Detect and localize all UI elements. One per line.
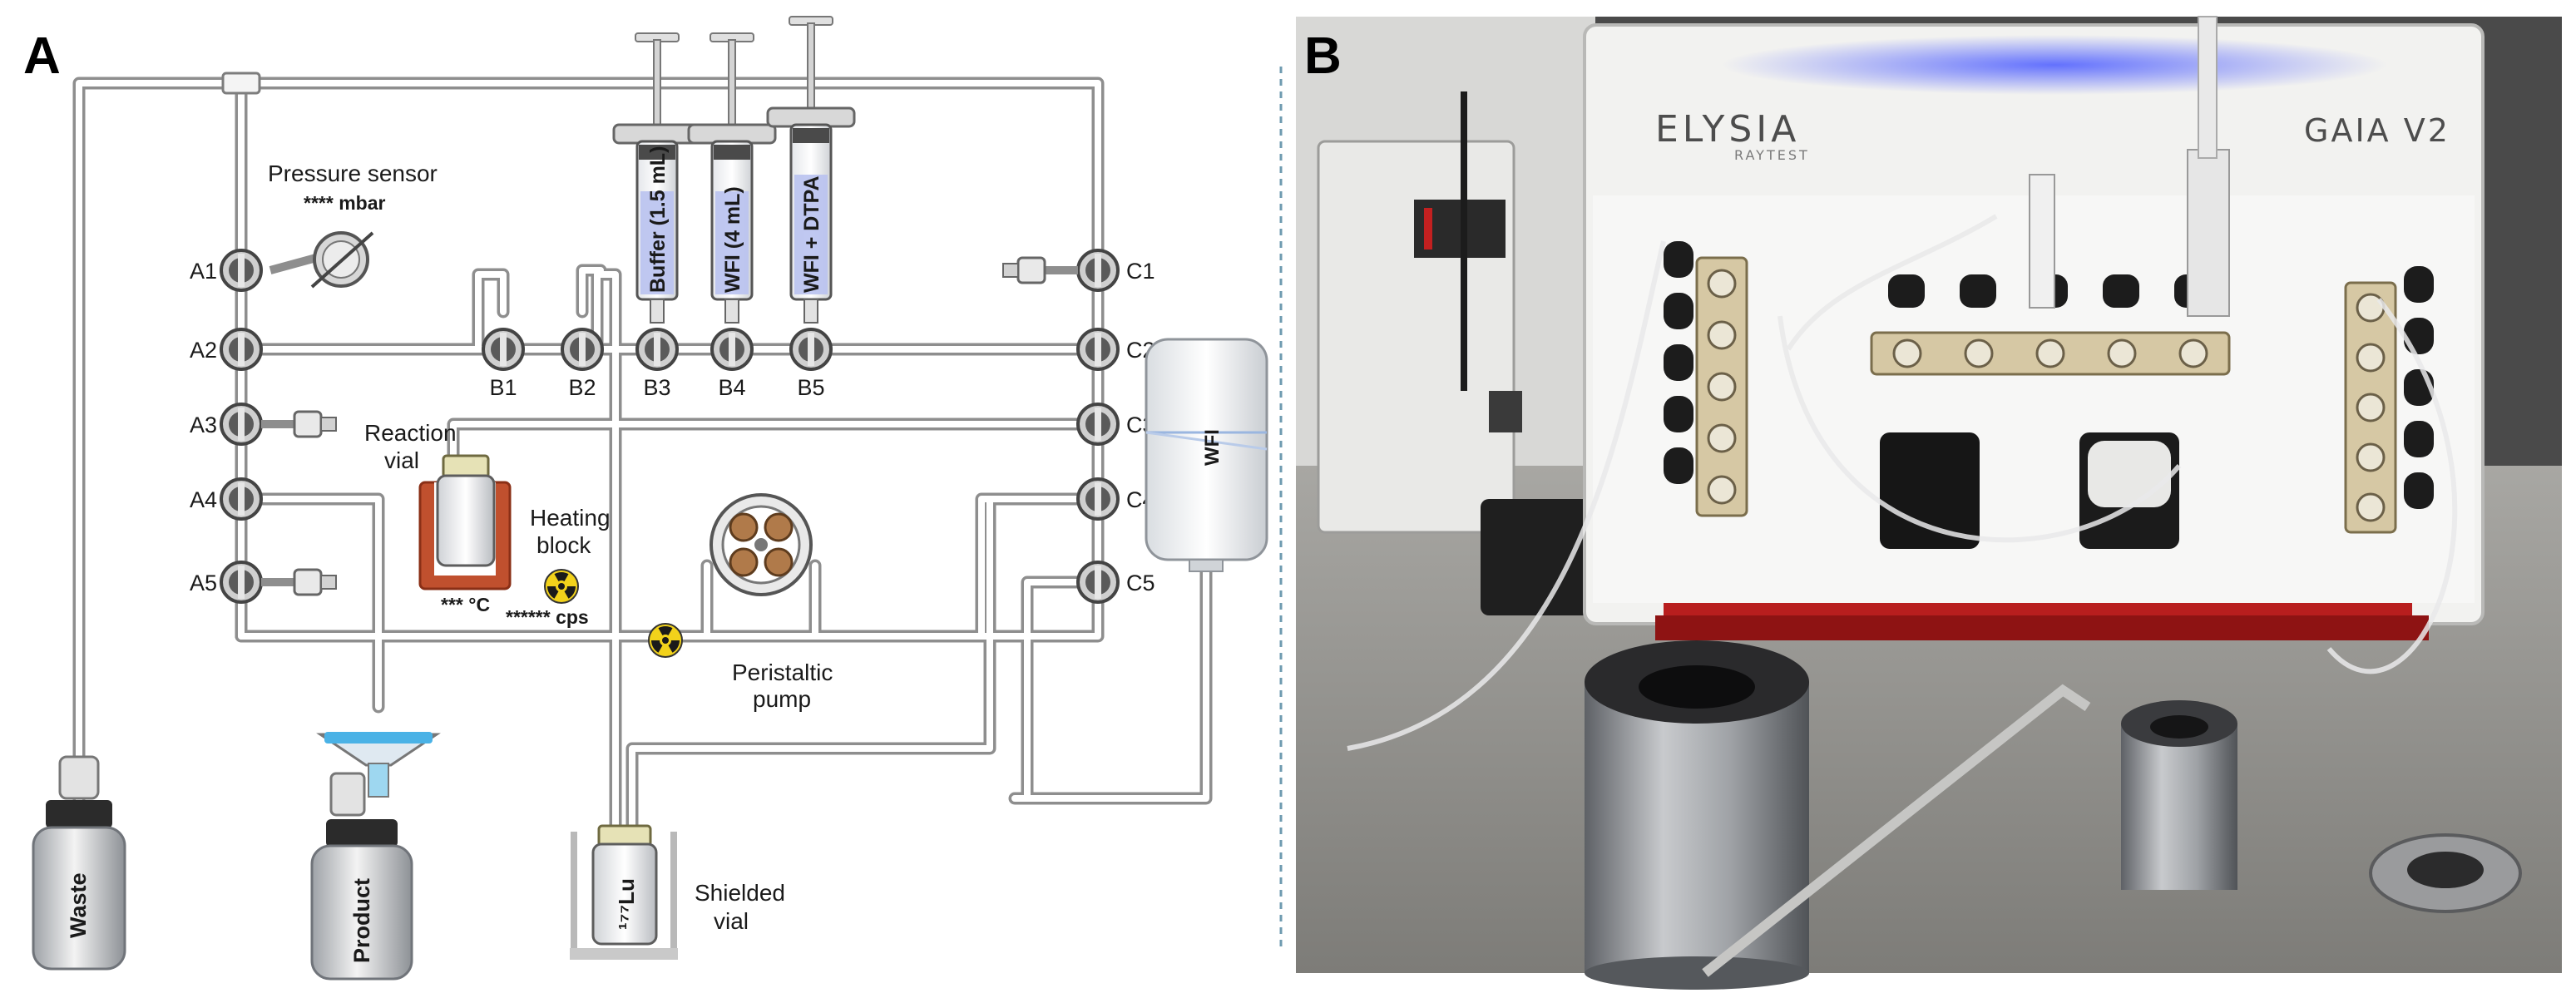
stopcock-valve-c4 bbox=[1076, 477, 1120, 521]
photo-manifold-center bbox=[1870, 331, 2231, 376]
shielded-vial-label-2: vial bbox=[714, 908, 749, 934]
photo-valve-knob bbox=[1664, 344, 1693, 381]
peristaltic-pump-label-2: pump bbox=[753, 686, 811, 712]
stopcock-valve-a4 bbox=[220, 477, 263, 521]
luer-connector-icon bbox=[1002, 256, 1078, 284]
syringe-label-2: WFI (4 mL) bbox=[721, 186, 744, 293]
heating-block-label-2: block bbox=[536, 532, 591, 558]
port-label-a3: A3 bbox=[190, 413, 217, 437]
syringe-1: Buffer (1.5 mL) bbox=[612, 32, 702, 324]
stopcock-valve-b5 bbox=[789, 328, 833, 371]
stopcock-valve-a1 bbox=[220, 249, 263, 292]
stopcock-valve-b1 bbox=[482, 328, 525, 371]
stopcock-valve-b3 bbox=[635, 328, 679, 371]
photo-valve-knob bbox=[1664, 396, 1693, 432]
stopcock-valve-b2 bbox=[561, 328, 604, 371]
syringe-label-3: WFI + DTPA bbox=[800, 175, 823, 293]
port-label-b2: B2 bbox=[568, 375, 596, 400]
heating-block-label-1: Heating bbox=[530, 505, 611, 531]
pressure-gauge-icon bbox=[269, 231, 374, 289]
stopcock-valves bbox=[220, 249, 1120, 604]
photo-manifold-left bbox=[1695, 256, 1748, 517]
photo-valve-knob bbox=[2404, 266, 2434, 303]
photo-brand: ELYSIA bbox=[1655, 108, 1800, 151]
stopcock-valve-c3 bbox=[1076, 403, 1120, 446]
wfi-bag-label: WFI bbox=[1201, 429, 1224, 466]
photo-valve-knob bbox=[1664, 447, 1693, 484]
photo-valve-knob bbox=[2404, 318, 2434, 354]
photo-valve-knob bbox=[2404, 472, 2434, 509]
stopcock-valve-c2 bbox=[1076, 328, 1120, 371]
photo-valve-knob bbox=[1664, 241, 1693, 278]
port-label-a1: A1 bbox=[190, 259, 217, 284]
photo-model: GAIA V2 bbox=[2304, 112, 2450, 149]
peristaltic-pump bbox=[710, 493, 813, 596]
photo-brand-sub: RAYTEST bbox=[1734, 147, 1810, 163]
stopcock-valve-c1 bbox=[1076, 249, 1120, 292]
photo-valve-knob bbox=[1960, 274, 1996, 308]
cps-readout: ****** cps bbox=[506, 606, 589, 628]
port-label-a4: A4 bbox=[190, 487, 217, 512]
product-bottle: Product bbox=[310, 732, 441, 981]
port-label-a2: A2 bbox=[190, 338, 217, 363]
port-label-b1: B1 bbox=[489, 375, 517, 400]
panel-b-photo: ELYSIA RAYTEST GAIA V2 bbox=[1296, 16, 2562, 990]
syringe-2: WFI (4 mL) bbox=[687, 32, 777, 324]
reaction-vial-label-1: Reaction bbox=[364, 420, 457, 446]
photo-valve-knob bbox=[2404, 421, 2434, 457]
shielded-lu-vial: ¹⁷⁷Lu bbox=[570, 824, 678, 960]
panel-a-letter: A bbox=[23, 27, 61, 85]
waste-label: Waste bbox=[66, 872, 91, 938]
temperature-readout: *** °C bbox=[441, 594, 490, 615]
radiation-icon bbox=[648, 623, 683, 658]
stopcock-valve-b4 bbox=[710, 328, 754, 371]
photo-lead-pot-right bbox=[2121, 700, 2237, 890]
port-label-c5: C5 bbox=[1126, 571, 1155, 595]
stopcock-valve-a5 bbox=[220, 561, 263, 604]
photo-manifolds bbox=[1664, 241, 2434, 534]
port-label-b4: B4 bbox=[718, 375, 745, 400]
syringe-3: WFI + DTPA bbox=[766, 16, 856, 324]
stopcock-valve-a2 bbox=[220, 328, 263, 371]
luer-connectors bbox=[261, 256, 1078, 596]
photo-manifold-right bbox=[2344, 281, 2397, 534]
wfi-bag: WFI bbox=[1145, 338, 1268, 572]
port-label-a5: A5 bbox=[190, 571, 217, 595]
reaction-vial-label-2: vial bbox=[384, 447, 419, 473]
panel-a-schematic: A bbox=[23, 16, 1268, 981]
waste-bottle: Waste bbox=[32, 755, 126, 971]
stopcock-valve-c5 bbox=[1076, 561, 1120, 604]
panel-b-letter: B bbox=[1304, 27, 1342, 85]
photo-valve-knob bbox=[1664, 293, 1693, 329]
shielded-vial-label-1: Shielded bbox=[695, 880, 785, 906]
product-label: Product bbox=[349, 878, 374, 963]
lu-vial-label: ¹⁷⁷Lu bbox=[614, 878, 639, 930]
photo-valve-knob bbox=[1888, 274, 1925, 308]
peristaltic-pump-label-1: Peristaltic bbox=[732, 660, 833, 685]
luer-connector-icon bbox=[261, 410, 337, 438]
reaction-vial bbox=[436, 454, 496, 567]
pressure-sensor-label: Pressure sensor bbox=[268, 161, 438, 186]
photo-lead-pot-left bbox=[1585, 640, 1809, 990]
radiation-icon bbox=[544, 569, 579, 604]
photo-small-dish bbox=[2369, 833, 2522, 913]
port-label-b5: B5 bbox=[797, 375, 824, 400]
luer-connector-icon bbox=[261, 568, 337, 596]
syringes: Buffer (1.5 mL) WFI (4 mL) WFI + DTPA bbox=[612, 16, 856, 324]
syringe-label-1: Buffer (1.5 mL) bbox=[646, 146, 670, 293]
port-label-b3: B3 bbox=[643, 375, 670, 400]
port-label-c1: C1 bbox=[1126, 259, 1155, 284]
photo-valve-knob bbox=[2103, 274, 2139, 308]
stopcock-valve-a3 bbox=[220, 403, 263, 446]
radiation-detectors bbox=[544, 569, 683, 658]
pressure-readout: **** mbar bbox=[304, 192, 385, 214]
